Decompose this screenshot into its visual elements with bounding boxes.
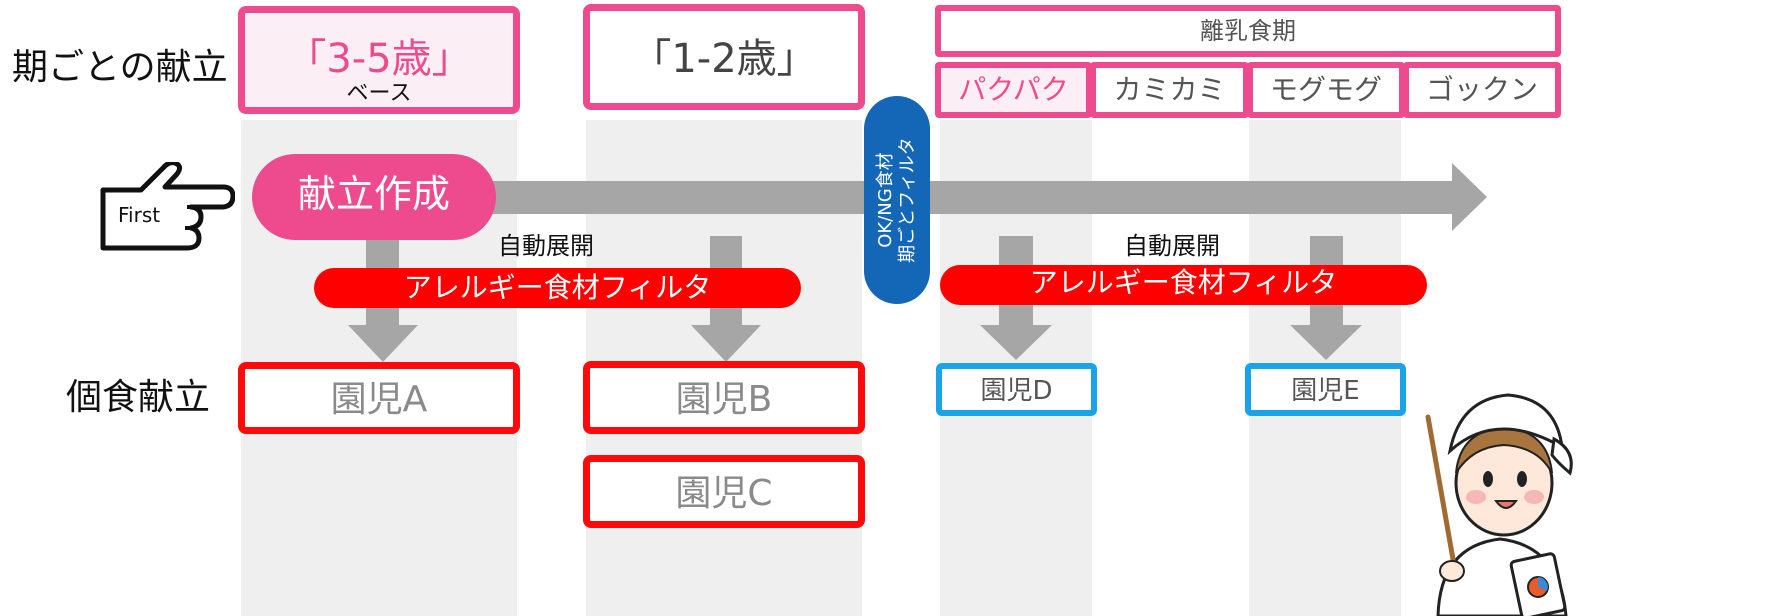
pointing-hand-icon (100, 162, 235, 251)
row-label-stage-menus: 期ごとの献立 (12, 47, 228, 88)
weaning-period-title: 離乳食期 (1200, 17, 1296, 45)
child-a-box: 園児A (238, 362, 520, 434)
main-flow-arrow (490, 163, 1487, 231)
teacher-illustration (1425, 393, 1573, 616)
ok-ng-stage-filter: OK/NG食材 期ごとフィルタ (864, 96, 930, 304)
create-menu-pill: 献立作成 (252, 154, 496, 240)
row-label-individual-menus: 個食献立 (66, 377, 211, 418)
allergy-filter-1: アレルギー食材フィルタ (314, 268, 801, 308)
substage-gokkun: ゴックン (1403, 62, 1561, 118)
auto-expand-caption-2: 自動展開 (1124, 232, 1220, 260)
ok-ng-filter-text: OK/NG食材 期ごとフィルタ (875, 105, 919, 295)
auto-expand-caption-1: 自動展開 (498, 232, 594, 260)
child-c-box: 園児C (583, 455, 865, 528)
child-e-box: 園児E (1245, 363, 1406, 416)
weaning-period-header: 離乳食期 (935, 5, 1561, 57)
ok-ng-filter-line1: OK/NG食材 (875, 152, 896, 248)
allergy-filter-2: アレルギー食材フィルタ (940, 265, 1427, 305)
stage-box-1-2: 「1-2歳」 (583, 4, 865, 110)
substage-pakupaku: パクパク (935, 62, 1092, 118)
child-d-box: 園児D (936, 363, 1097, 416)
stage-sublabel-base: ベース (346, 81, 412, 106)
stage-label-3-5: 「3-5歳」 (286, 36, 472, 82)
substage-kamikami: カミカミ (1090, 62, 1249, 118)
substage-mogumogu: モグモグ (1247, 62, 1405, 118)
child-b-box: 園児B (583, 361, 865, 434)
stage-box-3-5: 「3-5歳」 ベース (238, 6, 520, 114)
first-label: First (118, 203, 161, 227)
stage-label-1-2: 「1-2歳」 (631, 36, 817, 82)
ok-ng-filter-line2: 期ごとフィルタ (897, 137, 918, 263)
